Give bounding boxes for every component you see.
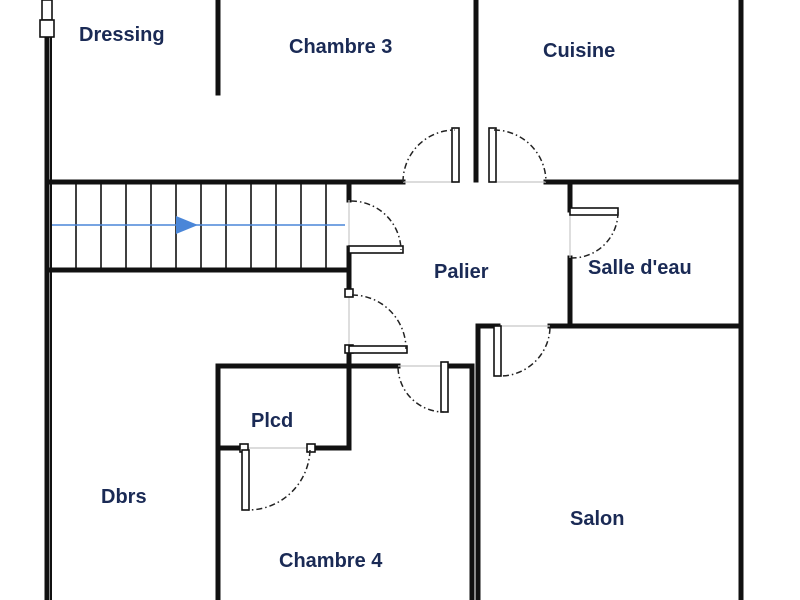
room-label-dbrs: Dbrs [101, 486, 147, 508]
room-label-dressing: Dressing [79, 24, 165, 46]
room-label-salle-eau: Salle d'eau [588, 257, 692, 279]
cuisine-door [488, 127, 547, 183]
salle-eau-door [569, 207, 619, 259]
doors [39, 0, 619, 511]
room-labels: Dressing Chambre 3 Cuisine Palier Salle … [79, 24, 692, 572]
room-label-chambre-3: Chambre 3 [289, 36, 392, 58]
chambre3-door [402, 127, 460, 183]
dbrs-door [344, 288, 408, 354]
chambre4-door [397, 361, 449, 413]
room-label-cuisine: Cuisine [543, 40, 615, 62]
dressing-door [39, 0, 55, 38]
room-label-chambre-4: Chambre 4 [279, 550, 383, 572]
staircase [52, 182, 345, 270]
outer-walls [44, 0, 744, 600]
salon-door [493, 325, 551, 377]
room-label-salon: Salon [570, 508, 624, 530]
interior-walls [44, 0, 744, 600]
stair-arrow-icon [176, 216, 198, 234]
stair-door [348, 200, 404, 254]
room-label-plcd: Plcd [251, 410, 293, 432]
room-label-palier: Palier [434, 261, 489, 283]
plcd-door [239, 443, 316, 511]
